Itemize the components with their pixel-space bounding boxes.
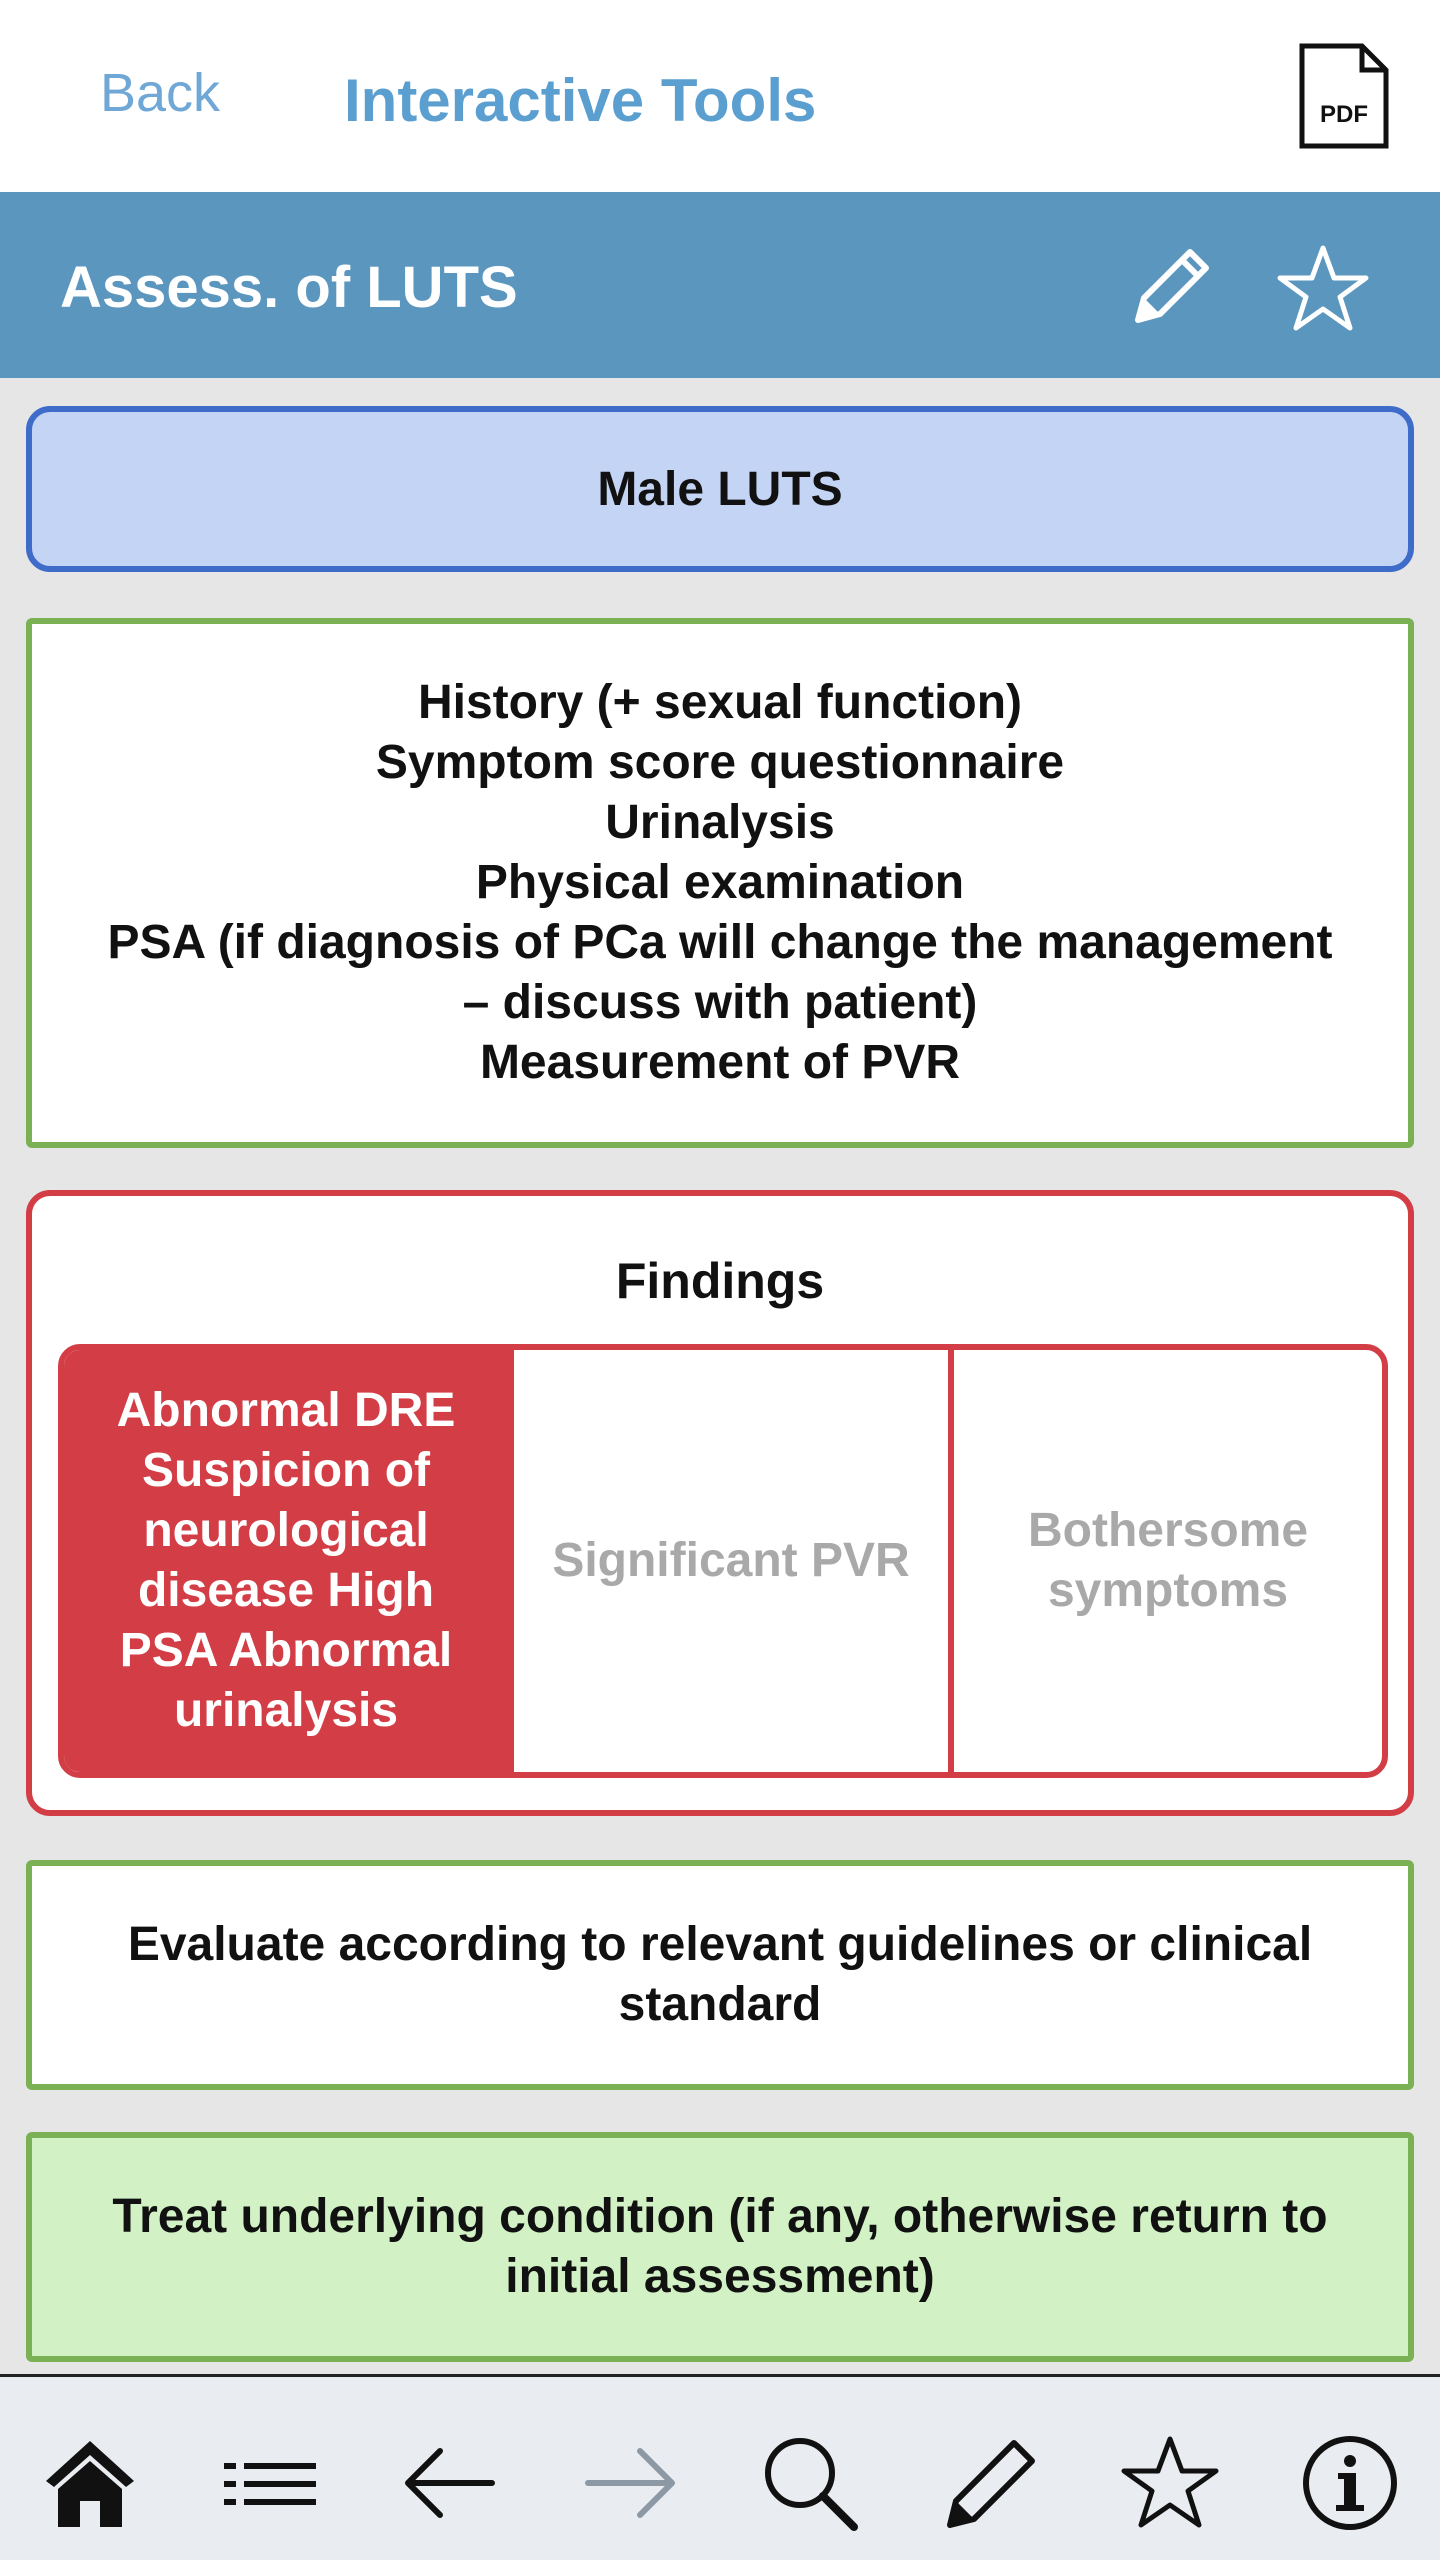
male-luts-label: Male LUTS: [597, 462, 843, 516]
list-icon[interactable]: [220, 2433, 320, 2533]
history-line: Symptom score questionnaire: [375, 736, 1065, 789]
home-icon[interactable]: [40, 2433, 140, 2533]
treat-box[interactable]: Treat underlying condition (if any, othe…: [26, 2132, 1414, 2362]
finding-significant-pvr-option[interactable]: Significant PVR: [508, 1350, 948, 1772]
search-icon[interactable]: [760, 2433, 860, 2533]
findings-options: Abnormal DRE Suspicion of neurological d…: [58, 1344, 1388, 1778]
pencil-icon[interactable]: [1124, 242, 1216, 339]
history-line: PSA (if diagnosis of PCa will change the…: [107, 916, 1333, 969]
history-line: Physical examination: [475, 856, 965, 909]
evaluate-box[interactable]: Evaluate according to relevant guideline…: [26, 1860, 1414, 2090]
forward-arrow-icon: [580, 2433, 680, 2533]
page-title: Interactive Tools: [344, 67, 817, 134]
finding-bothersome-symptoms-option[interactable]: Bothersome symptoms: [948, 1350, 1382, 1772]
pencil-icon[interactable]: [940, 2433, 1040, 2533]
finding-abnormal-option[interactable]: Abnormal DRE Suspicion of neurological d…: [64, 1350, 508, 1772]
history-line: History (+ sexual function): [417, 676, 1023, 729]
back-button[interactable]: Back: [100, 63, 221, 123]
history-line: Measurement of PVR: [479, 1036, 961, 1089]
male-luts-box[interactable]: Male LUTS: [26, 406, 1414, 572]
history-box[interactable]: History (+ sexual function) Symptom scor…: [26, 618, 1414, 1148]
pdf-icon[interactable]: PDF: [1298, 42, 1390, 150]
section-header: Assess. of LUTS: [0, 192, 1440, 378]
treat-text: Treat underlying condition (if any, othe…: [112, 2190, 1328, 2303]
history-line: – discuss with patient): [462, 976, 978, 1029]
top-nav-bar: Back Interactive Tools PDF: [0, 0, 1440, 192]
history-line: Urinalysis: [605, 796, 835, 849]
findings-title: Findings: [615, 1253, 825, 1309]
section-title: Assess. of LUTS: [60, 255, 518, 320]
back-arrow-icon[interactable]: [400, 2433, 500, 2533]
evaluate-text: Evaluate according to relevant guideline…: [127, 1918, 1313, 2031]
info-icon[interactable]: [1300, 2433, 1400, 2533]
star-icon[interactable]: [1120, 2433, 1220, 2533]
bottom-toolbar: [0, 2374, 1440, 2560]
findings-box: Findings Abnormal DRE Suspicion of neuro…: [26, 1190, 1414, 1816]
star-icon[interactable]: [1276, 242, 1370, 339]
pdf-label: PDF: [1320, 101, 1368, 128]
